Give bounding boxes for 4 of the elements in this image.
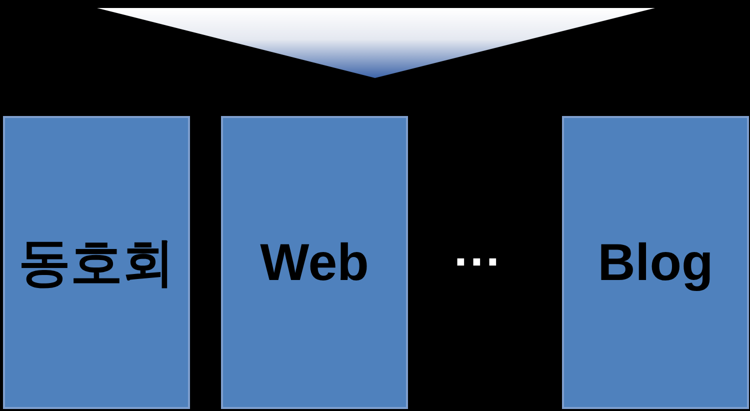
ellipsis-text: ··· — [454, 234, 502, 290]
category-box: 동호회 — [3, 116, 190, 409]
category-box: Blog — [562, 116, 749, 409]
category-box: Web — [221, 116, 408, 409]
